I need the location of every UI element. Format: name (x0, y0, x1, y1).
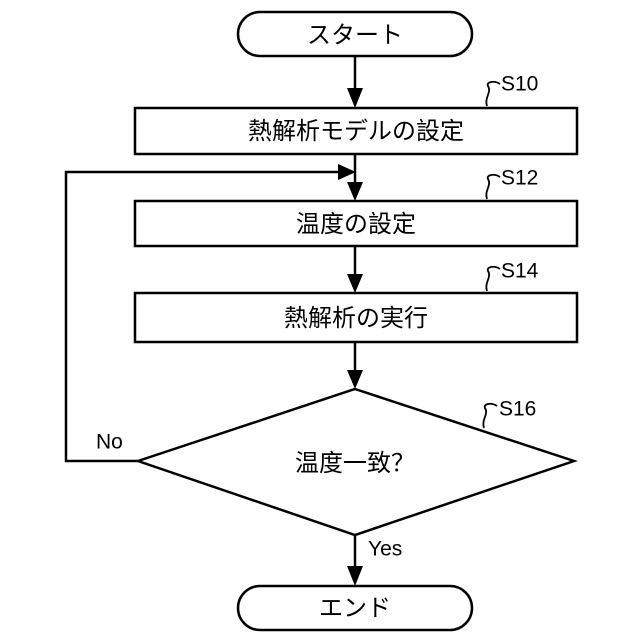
step-id-leader-s10 (486, 82, 500, 106)
decision-no-label: No (96, 431, 123, 454)
step-id-s12: S12 (501, 167, 538, 190)
arrowhead-s16 (347, 370, 363, 389)
arrowhead-s14 (347, 274, 363, 293)
arrowhead-s12 (347, 182, 363, 201)
arrowhead-end (347, 566, 363, 586)
step-id-leader-s16 (483, 404, 497, 428)
process-s12-label: 温度の設定 (296, 210, 416, 238)
step-id-s10: S10 (501, 73, 538, 96)
process-s14-label: 熱解析の実行 (284, 304, 428, 332)
arrowhead-no-loop (338, 164, 356, 180)
process-s10-label: 熱解析モデルの設定 (248, 117, 464, 145)
step-id-leader-s12 (486, 175, 500, 199)
step-id-s14: S14 (501, 260, 539, 283)
step-id-leader-s14 (486, 267, 500, 291)
arrowhead-s10 (347, 88, 363, 108)
start-label: スタート (307, 21, 403, 49)
decision-yes-label: Yes (368, 538, 402, 561)
decision-s16-label: 温度一致？ (295, 449, 415, 477)
end-label: エンド (319, 594, 391, 622)
step-id-s16: S16 (499, 398, 536, 421)
